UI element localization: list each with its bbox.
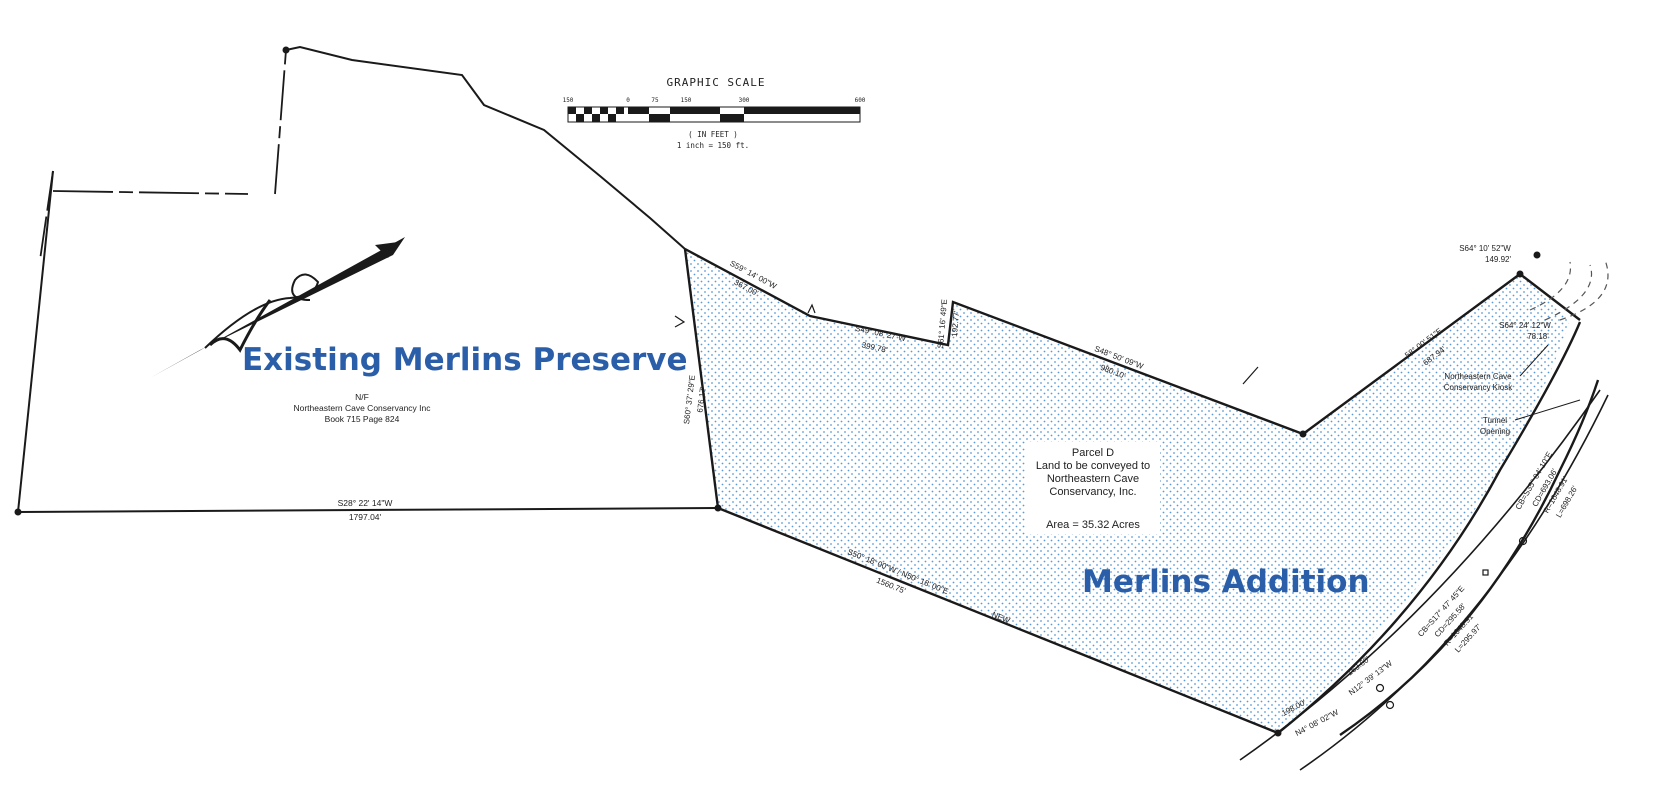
corner-markers [14,46,1541,737]
scale-ratio: 1 inch = 150 ft. [677,141,749,150]
road-curb-dashes [1529,259,1609,321]
svg-text:Book 715 Page 824: Book 715 Page 824 [325,414,400,424]
top2-bearing: S64° 24' 12"W [1499,321,1551,330]
svg-text:Area = 35.32 Acres: Area = 35.32 Acres [1046,519,1140,531]
svg-text:N/F: N/F [355,392,369,402]
scale-title: GRAPHIC SCALE [666,76,765,89]
scale-tick-5: 600 [855,97,866,104]
west-distance: 676.17' [695,386,707,413]
top-distance: 149.92' [1485,255,1511,264]
scale-tick-0: 150 [563,97,574,104]
existing-preserve-boundary [17,45,719,513]
svg-text:Opening: Opening [1480,427,1510,436]
kiosk-label: Northeastern Cave Conservancy Kiosk [1444,344,1549,392]
svg-text:Northeastern Cave: Northeastern Cave [1444,372,1512,381]
svg-text:Northeastern Cave: Northeastern Cave [1047,473,1139,485]
top2-distance: 78.18' [1527,332,1549,341]
south-bearing: S28° 22' 14"W [338,498,393,508]
svg-text:Conservancy Kiosk: Conservancy Kiosk [1444,383,1513,392]
scale-tick-3: 150 [681,97,692,104]
merlins-addition-title: Merlins Addition [1082,564,1370,600]
scale-tick-4: 300 [739,97,750,104]
svg-text:Tunnel: Tunnel [1483,416,1507,425]
dashed-old-boundary [39,49,287,261]
svg-text:Land to be conveyed to: Land to be conveyed to [1036,460,1150,472]
notch-distance: 192.77' [950,310,961,337]
road-lines [1239,379,1609,771]
svg-text:Parcel D: Parcel D [1072,447,1114,459]
scale-bar [567,106,861,123]
svg-text:Northeastern Cave Conservancy: Northeastern Cave Conservancy Inc [293,403,431,413]
scale-tick-1: 0 [626,97,630,104]
top-bearing: S64° 10' 52"W [1459,244,1511,253]
existing-preserve-title: Existing Merlins Preserve [242,342,688,378]
tunnel-label: Tunnel Opening [1480,399,1581,436]
bot-bearing: N4° 08' 02"W [1294,707,1341,737]
notch-bearing: S61° 16' 49"E [936,299,949,349]
svg-text:Conservancy, Inc.: Conservancy, Inc. [1049,486,1136,498]
west-bearing: S60° 37' 29"E [682,375,697,425]
scale-tick-2: 75 [651,97,659,104]
south-distance: 1797.04' [349,512,382,522]
parcel-label: Parcel D Land to be conveyed to Northeas… [1025,442,1160,534]
graphic-scale: GRAPHIC SCALE 150 0 75 150 300 600 ( IN … [563,76,866,150]
scale-units: ( IN FEET ) [688,130,738,139]
parcel-d-boundary [683,247,1582,735]
survey-symbols [674,303,1528,710]
north-arrow-icon [150,237,405,378]
owner-note: N/F Northeastern Cave Conservancy Inc Bo… [293,392,431,424]
